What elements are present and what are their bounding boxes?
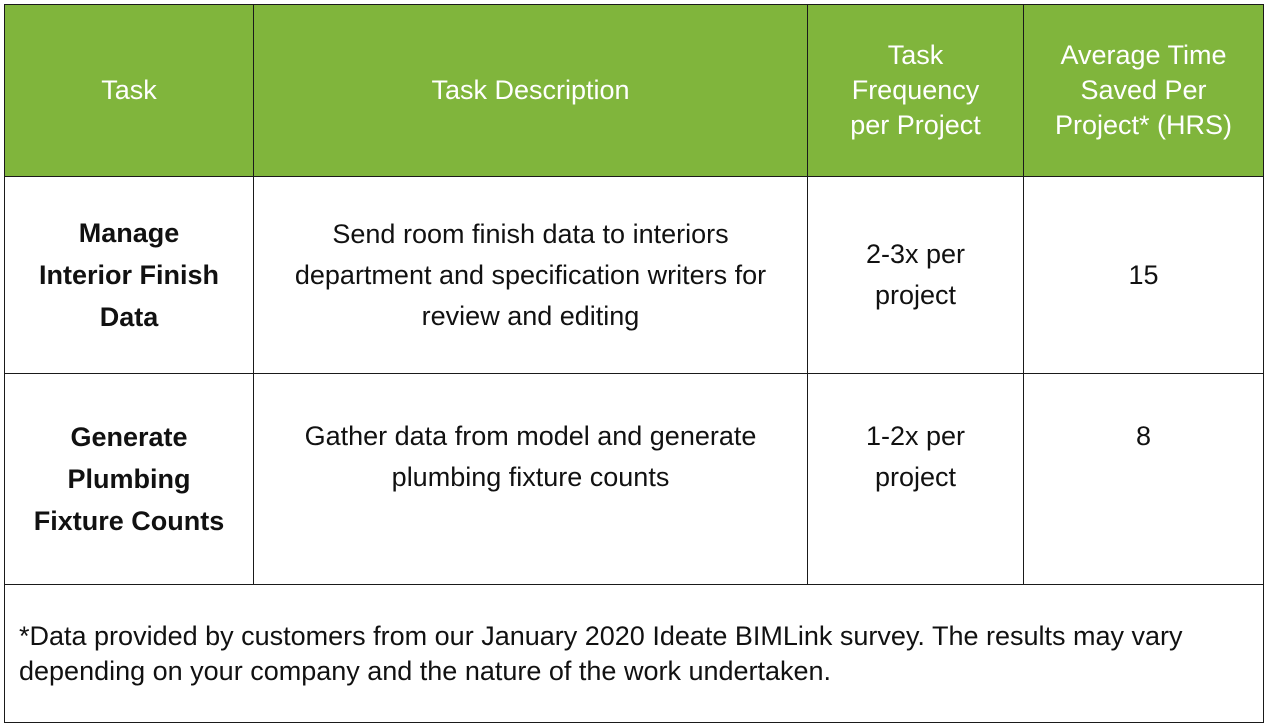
task-frequency-cell: 2-3x per project bbox=[807, 176, 1024, 374]
footnote: *Data provided by customers from our Jan… bbox=[4, 584, 1264, 723]
table-row: Generate Plumbing Fixture Counts Gather … bbox=[4, 373, 1264, 585]
header-task-description: Task Description bbox=[253, 4, 808, 177]
task-frequency-cell: 1-2x per project bbox=[807, 373, 1024, 585]
time-saved-cell: 8 bbox=[1023, 373, 1264, 585]
task-description-text: Gather data from model and generate plum… bbox=[304, 421, 757, 492]
time-saved-text: 8 bbox=[1135, 421, 1152, 451]
task-frequency-text: 1-2x per project bbox=[865, 421, 966, 492]
footnote-row: *Data provided by customers from our Jan… bbox=[4, 584, 1264, 723]
table-header-row: Task Task Description Task Frequency per… bbox=[4, 4, 1264, 177]
task-description-cell: Send room finish data to interiors depar… bbox=[253, 176, 808, 374]
table-row: Manage Interior Finish Data Send room fi… bbox=[4, 176, 1264, 374]
time-saved-cell: 15 bbox=[1023, 176, 1264, 374]
time-savings-table: Task Task Description Task Frequency per… bbox=[4, 4, 1264, 723]
header-task: Task bbox=[4, 4, 254, 177]
header-average-time-saved: Average Time Saved Per Project* (HRS) bbox=[1023, 4, 1264, 177]
time-savings-table-container: Task Task Description Task Frequency per… bbox=[4, 4, 1264, 725]
task-name-cell: Generate Plumbing Fixture Counts bbox=[4, 373, 254, 585]
task-name-cell: Manage Interior Finish Data bbox=[4, 176, 254, 374]
header-task-frequency: Task Frequency per Project bbox=[807, 4, 1024, 177]
task-description-cell: Gather data from model and generate plum… bbox=[253, 373, 808, 585]
